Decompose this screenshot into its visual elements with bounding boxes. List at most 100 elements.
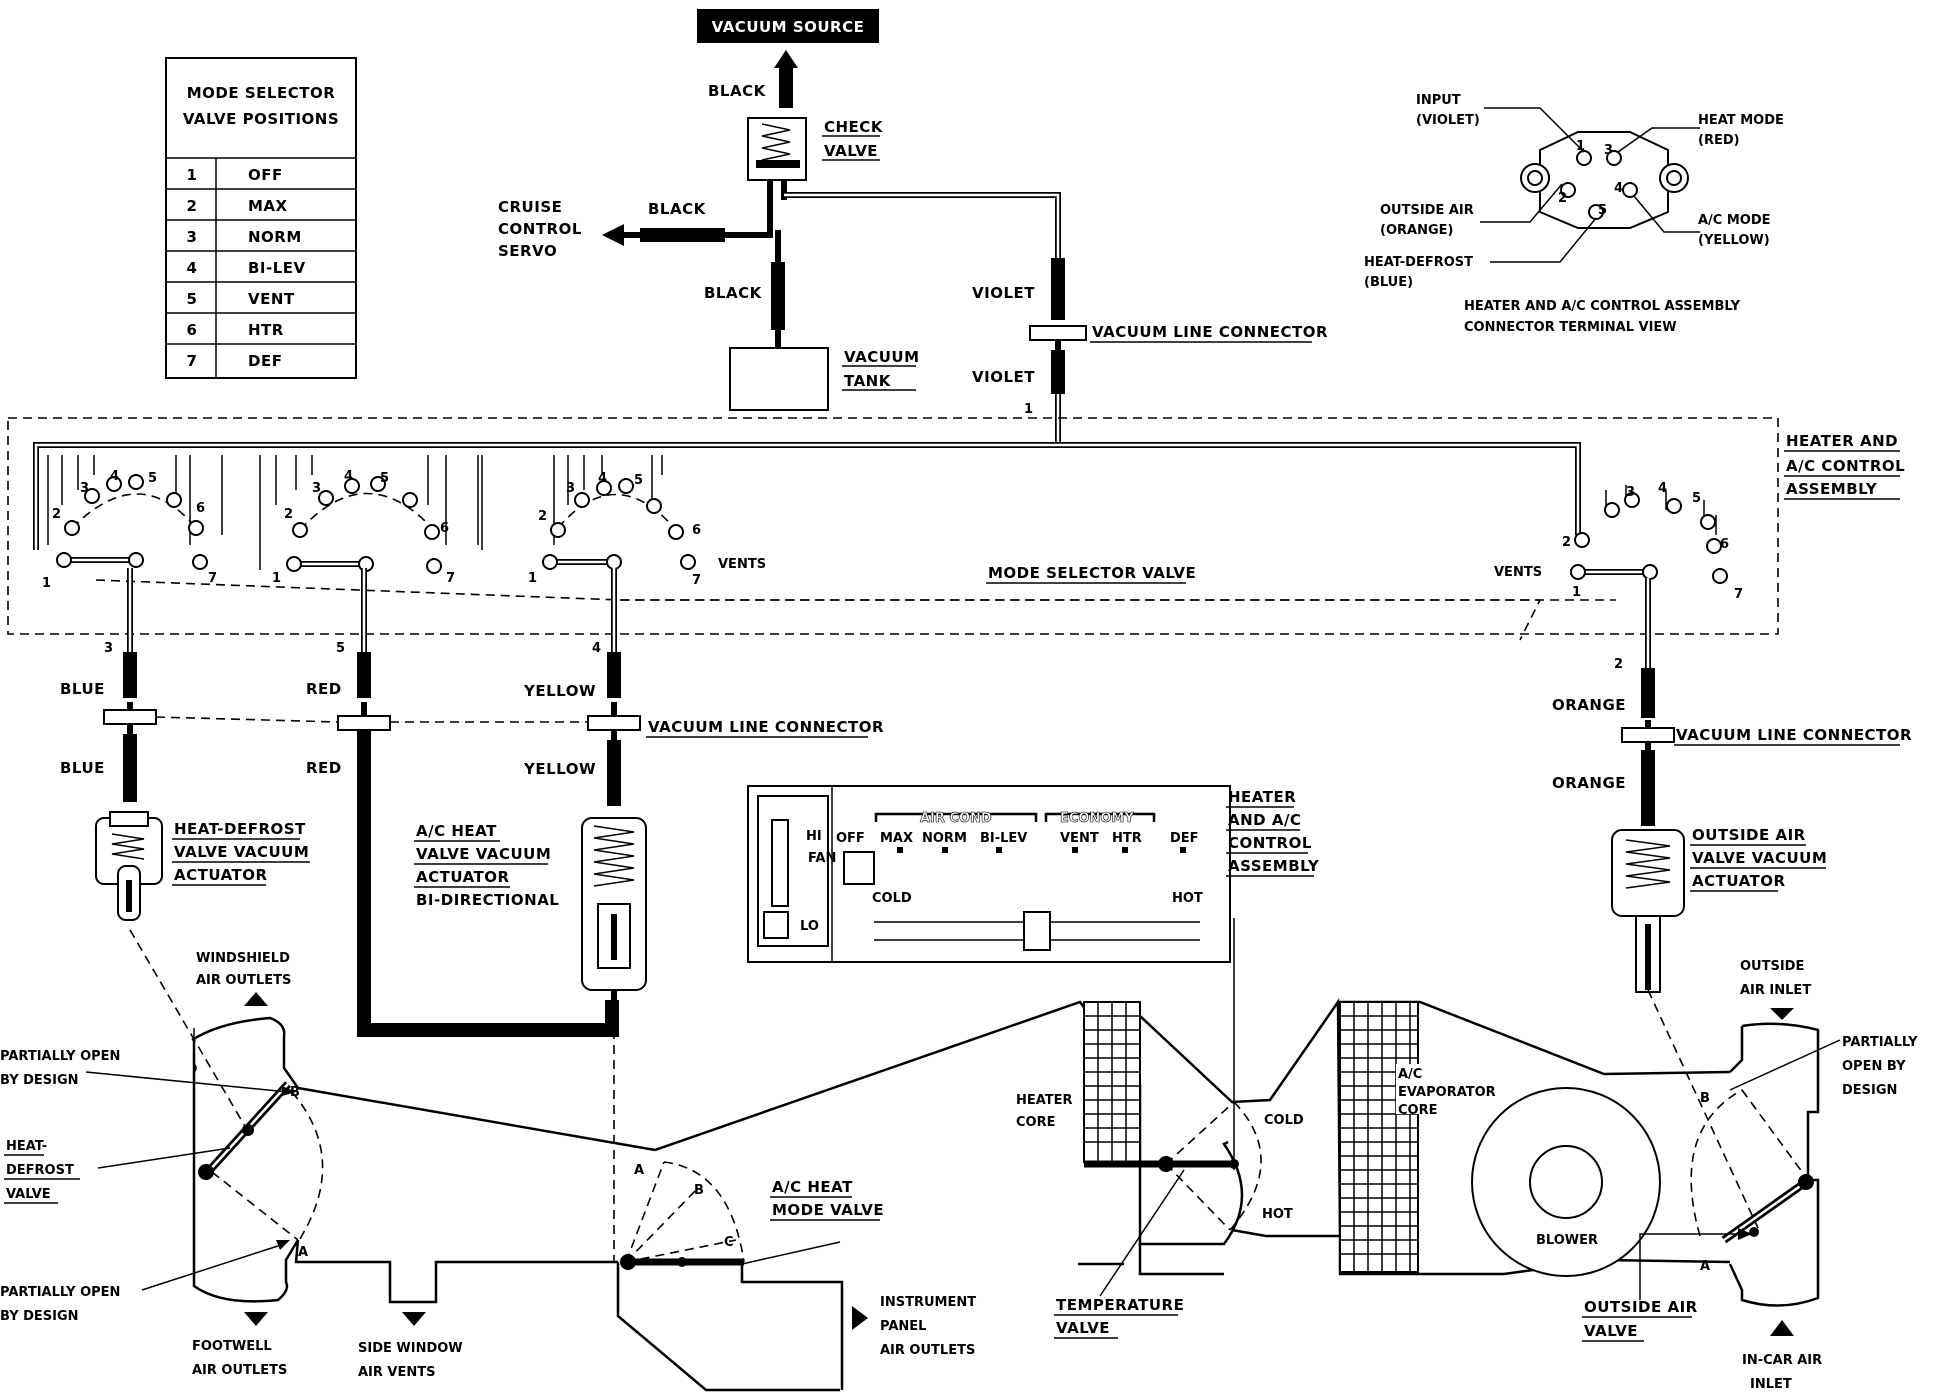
port-num: 1 xyxy=(42,576,51,591)
heater-core-label-2: CORE xyxy=(1016,1115,1055,1130)
cruise-label-2: CONTROL xyxy=(498,220,582,238)
connector-terminal-view: 1 3 2 4 5 xyxy=(1480,107,1700,263)
panel-label-1: HEATER xyxy=(1228,788,1296,806)
port-num: 2 xyxy=(284,507,293,522)
in-car-label-1: IN-CAR AIR xyxy=(1742,1353,1822,1368)
table-mode: NORM xyxy=(248,228,302,246)
panel-off: OFF xyxy=(836,831,865,846)
table-mode: MAX xyxy=(248,197,288,215)
heater-duct-left xyxy=(129,929,656,1304)
terminal-ac-mode-2: (YELLOW) xyxy=(1698,233,1770,248)
port-1-label: 1 xyxy=(1024,402,1033,417)
red-label-upper: RED xyxy=(306,680,342,698)
terminal-heat-mode-2: (RED) xyxy=(1698,133,1740,148)
orange-label-upper: ORANGE xyxy=(1552,696,1626,714)
outside-air-actuator-label-2: VALVE VACUUM xyxy=(1692,849,1827,867)
vents-label-left: VENTS xyxy=(718,557,766,572)
in-car-label-2: INLET xyxy=(1750,1377,1792,1392)
orange-connector xyxy=(1621,727,1675,743)
mode-valve-section-2: 1 2 3 4 5 6 7 xyxy=(259,455,479,586)
windshield-label-1: WINDSHIELD xyxy=(196,951,290,966)
port-num: 3 xyxy=(80,481,89,496)
yellow-label-lower: YELLOW xyxy=(523,760,596,778)
heat-defrost-actuator-label-2: VALVE VACUUM xyxy=(174,843,309,861)
terminal-input-1: INPUT xyxy=(1416,93,1461,108)
port-num: 5 xyxy=(380,471,389,486)
black-label-tank: BLACK xyxy=(704,284,763,302)
table-title-2: VALVE POSITIONS xyxy=(183,110,339,128)
blower xyxy=(1471,1087,1661,1277)
port-num: 4 xyxy=(1658,481,1667,496)
partially-open-label-4: BY DESIGN xyxy=(0,1309,79,1324)
table-num: 4 xyxy=(187,259,198,277)
blue-label-lower: BLUE xyxy=(60,759,105,777)
terminal-heat-defrost-2: (BLUE) xyxy=(1364,275,1413,290)
violet-tube xyxy=(784,192,1061,258)
windshield-label-2: AIR OUTLETS xyxy=(196,973,291,988)
check-valve xyxy=(747,117,807,230)
table-num: 1 xyxy=(187,166,198,184)
port-num: 5 xyxy=(1692,491,1701,506)
ac-heat-valve-actuator xyxy=(581,817,647,1000)
ac-heat-actuator-label-3: ACTUATOR xyxy=(416,868,510,886)
table-num: 6 xyxy=(187,321,198,339)
letter-b-left: B xyxy=(290,1085,300,1100)
side-window-label-2: AIR VENTS xyxy=(358,1365,436,1380)
outside-air-inlet-label-1: OUTSIDE xyxy=(1740,959,1804,974)
cruise-arrow xyxy=(602,224,624,246)
violet-label-lower: VIOLET xyxy=(972,368,1035,386)
assembly-label-1: HEATER AND xyxy=(1786,432,1898,450)
panel-hi: HI xyxy=(806,829,822,844)
side-window-label-1: SIDE WINDOW xyxy=(358,1341,463,1356)
control-assembly-boundary xyxy=(7,417,1779,635)
port-num: 6 xyxy=(196,501,205,516)
panel-air-cond: AIR COND xyxy=(920,811,992,826)
violet-connector xyxy=(1029,325,1087,341)
port-num: 1 xyxy=(272,571,281,586)
panel-label-4: ASSEMBLY xyxy=(1228,857,1320,875)
port-num: 1 xyxy=(1572,585,1581,600)
port-num: 2 xyxy=(1562,535,1571,550)
panel-label-2: AND A/C xyxy=(1228,811,1301,829)
mode-valve-section-4: 2 3 4 5 6 1 7 xyxy=(1562,481,1743,602)
letter-c-mid: C xyxy=(724,1235,734,1250)
heat-defrost-actuator xyxy=(95,811,163,921)
port-num: 3 xyxy=(104,641,113,656)
port-num: 4 xyxy=(344,469,353,484)
blue-label-upper: BLUE xyxy=(60,680,105,698)
vacuum-line-connector-label-top: VACUUM LINE CONNECTOR xyxy=(1092,323,1328,341)
ac-heat-actuator-label-4: BI-DIRECTIONAL xyxy=(416,891,559,909)
terminal-caption-1: HEATER AND A/C CONTROL ASSEMBLY xyxy=(1464,299,1741,314)
manifold-tube xyxy=(33,442,1581,550)
panel-htr: HTR xyxy=(1112,831,1142,846)
instrument-label-1: INSTRUMENT xyxy=(880,1295,976,1310)
assembly-label-2: A/C CONTROL xyxy=(1786,457,1905,475)
terminal-caption-2: CONNECTOR TERMINAL VIEW xyxy=(1464,320,1677,335)
port-num: 7 xyxy=(692,573,701,588)
partially-open-label-2: BY DESIGN xyxy=(0,1073,79,1088)
heat-defrost-valve-label-1: HEAT- xyxy=(6,1139,47,1154)
table-mode: HTR xyxy=(248,321,284,339)
check-valve-label-2: VALVE xyxy=(824,142,878,160)
heat-defrost-valve-label-2: DEFROST xyxy=(6,1163,74,1178)
blower-label: BLOWER xyxy=(1536,1233,1598,1248)
black-label-cruise: BLACK xyxy=(648,200,707,218)
heater-core-label-1: HEATER xyxy=(1016,1093,1073,1108)
orange-label-lower: ORANGE xyxy=(1552,774,1626,792)
outside-air-actuator-label-1: OUTSIDE AIR xyxy=(1692,826,1806,844)
footwell-label-2: AIR OUTLETS xyxy=(192,1363,287,1378)
port-num: 3 xyxy=(566,481,575,496)
cruise-label-3: SERVO xyxy=(498,242,557,260)
terminal-outside-air-2: (ORANGE) xyxy=(1380,223,1453,238)
temperature-label-1: TEMPERATURE xyxy=(1056,1296,1184,1314)
port-num: 4 xyxy=(110,469,119,484)
port-num: 7 xyxy=(446,571,455,586)
control-panel: HI FAN LO OFF MAX NORM BI-LEV VENT HTR D… xyxy=(747,785,1231,963)
terminal-num: 2 xyxy=(1558,191,1567,206)
terminal-outside-air-1: OUTSIDE AIR xyxy=(1380,203,1474,218)
violet-label-upper: VIOLET xyxy=(972,284,1035,302)
terminal-input-2: (VIOLET) xyxy=(1416,113,1480,128)
outside-air-valve xyxy=(1647,989,1820,1307)
yellow-label-upper: YELLOW xyxy=(523,682,596,700)
port-num: 2 xyxy=(538,509,547,524)
